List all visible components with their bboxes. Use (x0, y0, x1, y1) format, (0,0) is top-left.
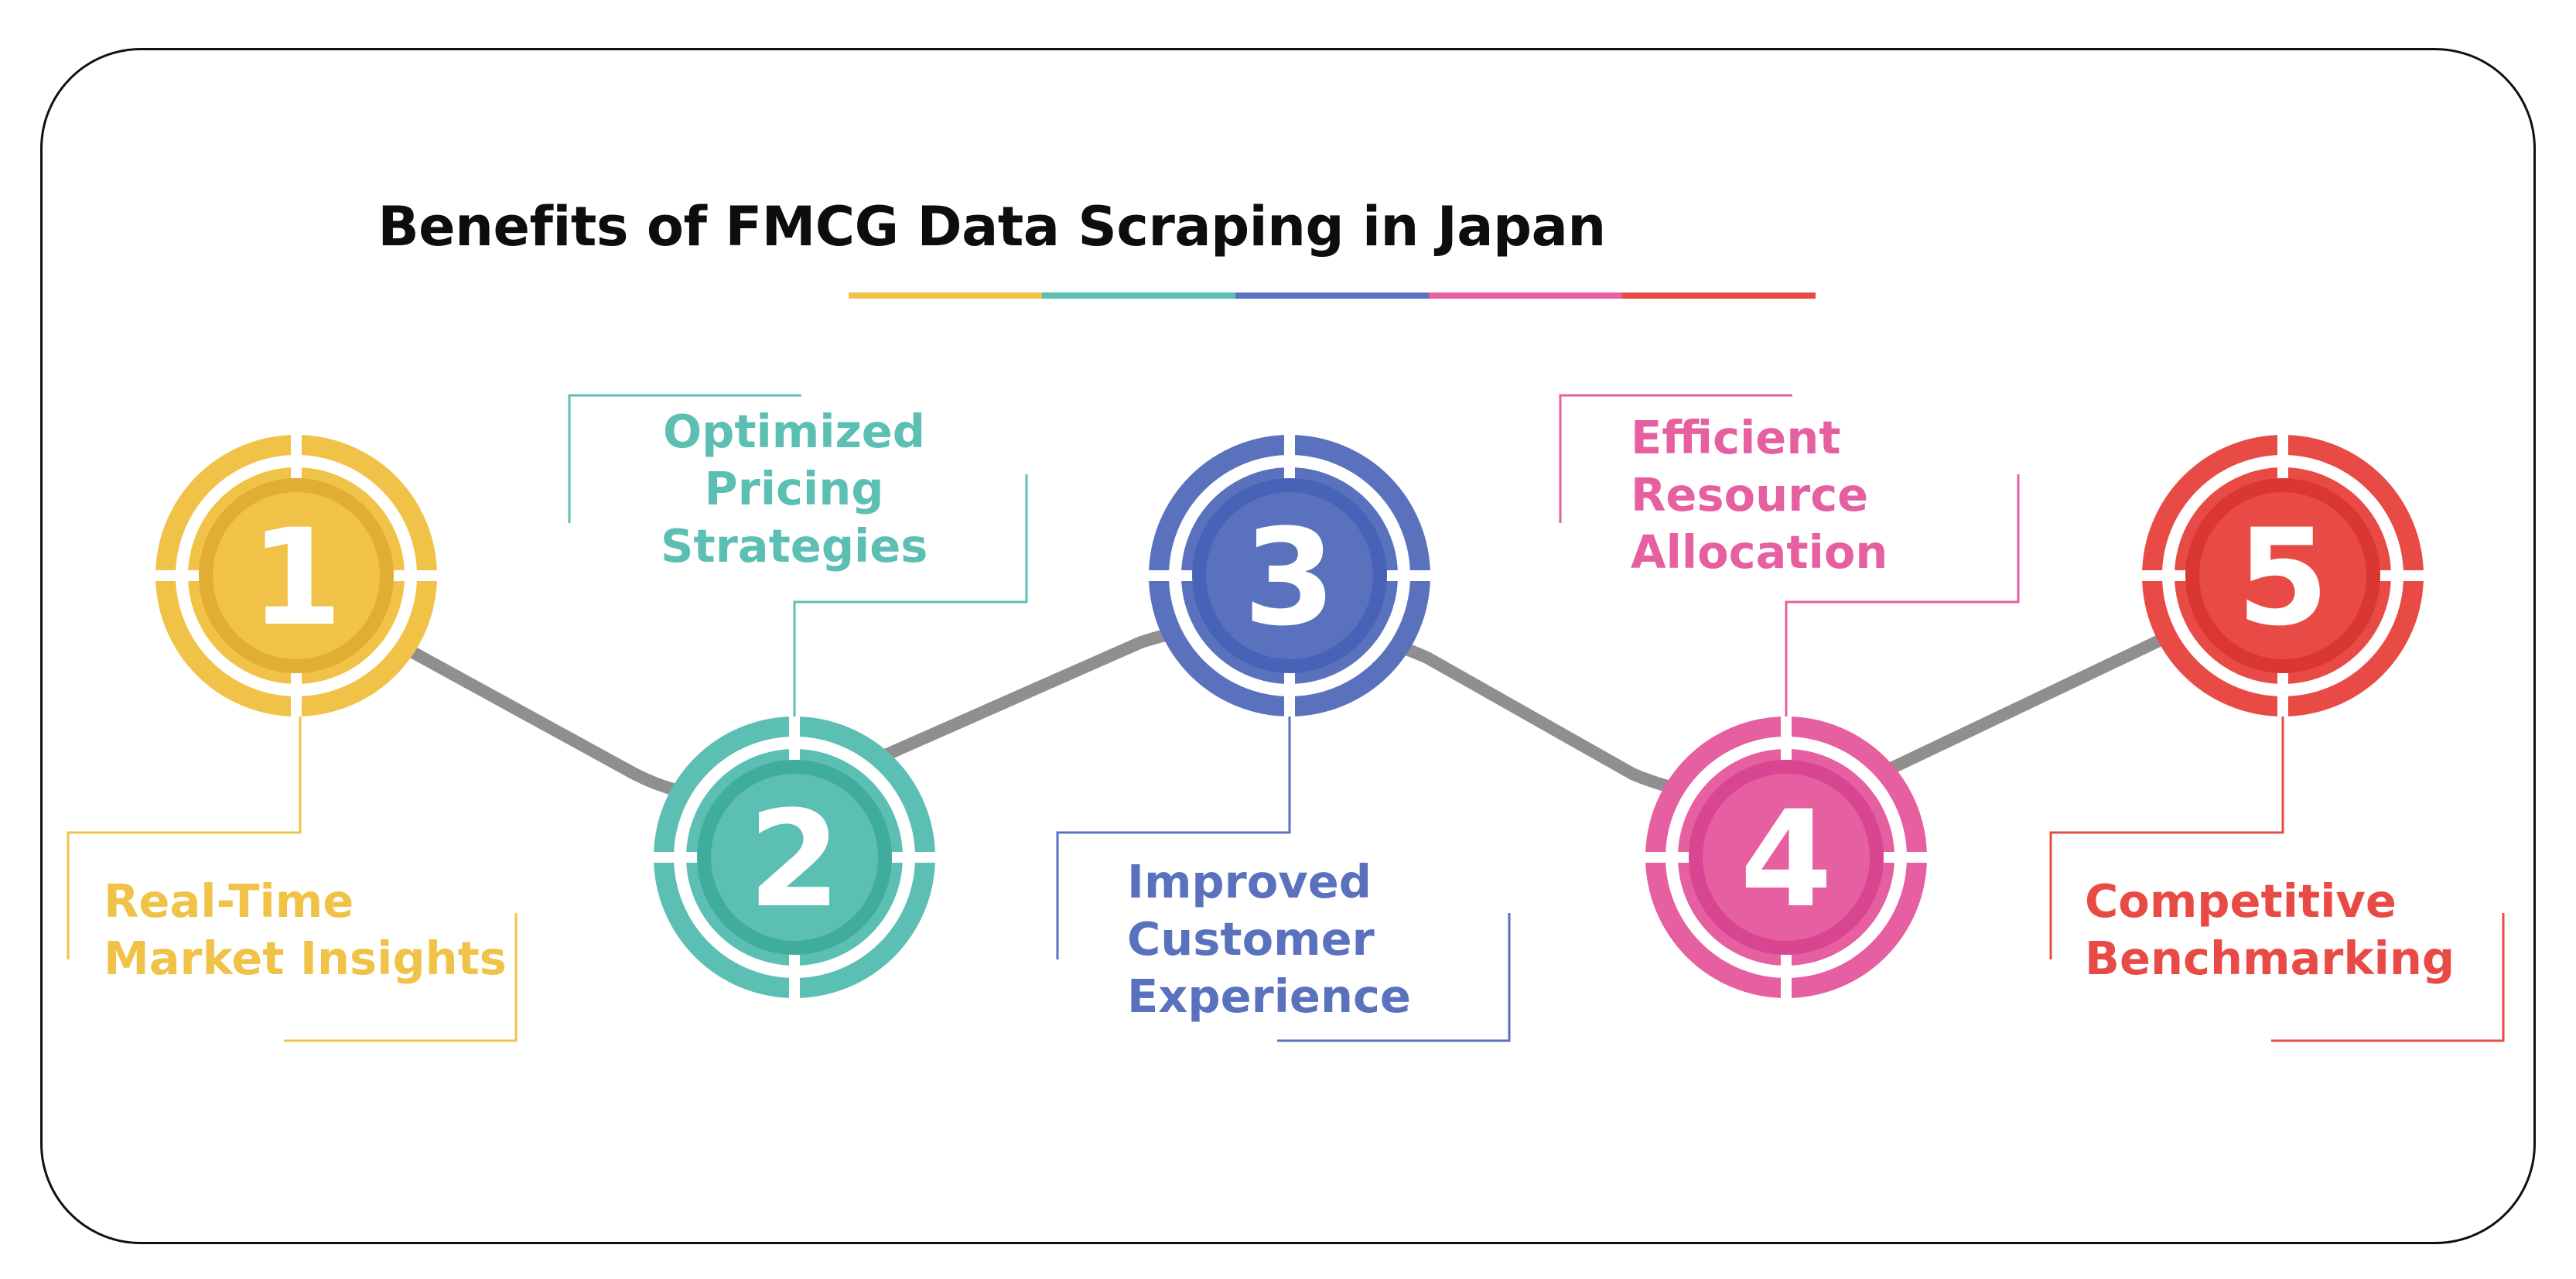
step-4-line-2: Resource (1631, 468, 1869, 522)
underline-segment-5 (1622, 292, 1816, 299)
step-label-3: Improved Customer Experience (1127, 853, 1411, 1025)
leader-line-1-end (284, 913, 518, 1042)
underline-segment-1 (849, 292, 1042, 299)
step-label-4: Efficient Resource Allocation (1631, 409, 1888, 581)
step-label-1: Real-Time Market Insights (104, 873, 507, 987)
step-1-number: 1 (250, 500, 343, 655)
step-4-line-3: Allocation (1631, 525, 1888, 579)
leader-line-4 (1785, 474, 2020, 720)
step-circle-2: 2 (654, 716, 935, 998)
page-title: Benefits of FMCG Data Scraping in Japan (378, 195, 1606, 258)
step-3-line-2: Customer (1127, 912, 1375, 966)
step-3-number: 3 (1243, 500, 1336, 655)
step-3-core-disc (1206, 492, 1373, 659)
step-4-number: 4 (1740, 781, 1833, 937)
step-label-5: Competitive Benchmarking (2085, 873, 2455, 987)
step-2-number: 2 (748, 781, 841, 937)
step-circle-5: 5 (2142, 435, 2424, 716)
leader-lines (67, 394, 2505, 1042)
step-2-core-disc (711, 774, 878, 941)
step-5-number: 5 (2236, 500, 2329, 655)
leader-line-3 (1056, 712, 1291, 959)
leader-line-5 (2049, 712, 2284, 959)
step-5-line-1: Competitive (2085, 874, 2397, 928)
step-4-core-disc (1703, 774, 1870, 941)
leader-line-2-end (568, 394, 801, 523)
leader-line-1 (67, 712, 302, 959)
leader-line-4-end (1559, 394, 1792, 523)
underline-segment-4 (1429, 292, 1622, 299)
step-2-line-1: Optimized (662, 405, 926, 458)
underline-segment-3 (1235, 292, 1429, 299)
leader-line-5-end (2271, 913, 2505, 1042)
title-underline (849, 292, 1816, 299)
step-5-core-disc (2199, 492, 2366, 659)
step-3-line-1: Improved (1127, 855, 1372, 908)
step-circle-1: 1 (155, 435, 437, 716)
step-1-line-2: Market Insights (104, 932, 507, 985)
step-circles: 1 2 3 4 5 (155, 435, 2424, 998)
step-circle-4: 4 (1645, 716, 1927, 998)
step-2-line-2: Pricing (704, 462, 884, 515)
step-5-line-2: Benchmarking (2085, 932, 2455, 985)
step-label-2: Optimized Pricing Strategies (661, 403, 928, 575)
step-2-line-3: Strategies (661, 519, 928, 573)
step-4-line-1: Efficient (1631, 411, 1841, 464)
step-3-line-3: Experience (1127, 970, 1411, 1023)
underline-segment-2 (1042, 292, 1235, 299)
step-1-core-disc (213, 492, 380, 659)
leader-line-2 (793, 474, 1028, 720)
step-1-line-1: Real-Time (104, 874, 354, 928)
step-circle-3: 3 (1149, 435, 1430, 716)
leader-line-3-end (1277, 913, 1511, 1042)
